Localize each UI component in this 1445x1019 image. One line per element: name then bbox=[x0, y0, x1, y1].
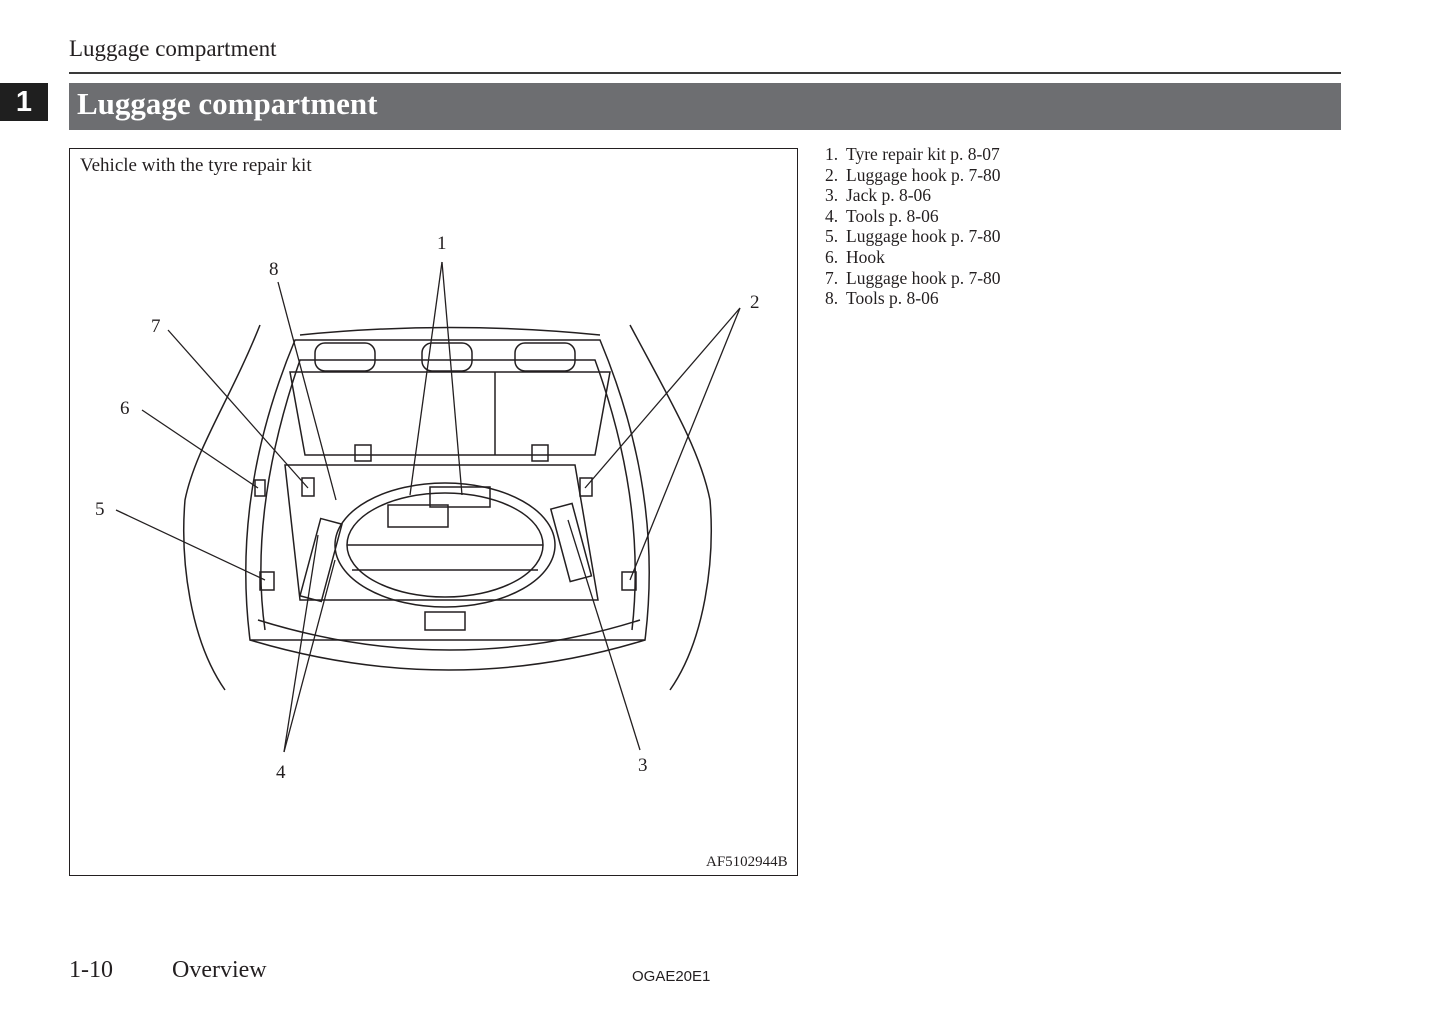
legend-list: 1. Tyre repair kit p. 8-07 2. Luggage hook… bbox=[825, 144, 1001, 309]
callout-1: 1 bbox=[437, 233, 447, 254]
callout-2: 2 bbox=[750, 292, 760, 313]
legend-number: 7. bbox=[825, 267, 839, 288]
page-title: Luggage compartment bbox=[77, 86, 378, 121]
figure-code: AF5102944B bbox=[706, 854, 788, 870]
chapter-tab: 1 bbox=[0, 83, 48, 121]
running-head: Luggage compartment bbox=[69, 36, 277, 61]
figure-frame bbox=[69, 148, 798, 876]
legend-number: 2. bbox=[825, 164, 839, 185]
legend-text: Jack p. 8-06 bbox=[846, 185, 932, 206]
legend-text: Luggage hook p. 7-80 bbox=[846, 164, 1001, 185]
document-code: OGAE20E1 bbox=[632, 968, 711, 985]
legend-item: 1. Tyre repair kit p. 8-07 bbox=[825, 144, 1001, 165]
legend-text: Tyre repair kit p. 8-07 bbox=[846, 144, 1000, 164]
header-rule bbox=[69, 72, 1341, 74]
legend-number: 4. bbox=[825, 205, 839, 226]
car-rear-drawing bbox=[183, 324, 712, 691]
page-number: 1-10 bbox=[69, 957, 113, 983]
title-bar bbox=[69, 83, 1341, 130]
legend-text: Tools p. 8-06 bbox=[846, 288, 939, 309]
legend-item: 7. Luggage hook p. 7-80 bbox=[825, 268, 1001, 289]
legend-item: 8. Tools p. 8-06 bbox=[825, 288, 1001, 309]
legend-item: 6. Hook bbox=[825, 247, 1001, 268]
legend-number: 1. bbox=[825, 144, 839, 164]
legend-number: 5. bbox=[825, 226, 839, 247]
figure-caption: Vehicle with the tyre repair kit bbox=[80, 155, 312, 176]
callout-6: 6 bbox=[120, 398, 130, 419]
legend-text: Luggage hook p. 7-80 bbox=[846, 226, 1001, 247]
legend-item: 5. Luggage hook p. 7-80 bbox=[825, 226, 1001, 247]
legend-item: 2. Luggage hook p. 7-80 bbox=[825, 165, 1001, 186]
legend-number: 3. bbox=[825, 185, 839, 206]
legend-item: 3. Jack p. 8-06 bbox=[825, 185, 1001, 206]
callout-4: 4 bbox=[276, 762, 286, 783]
legend-number: 8. bbox=[825, 288, 839, 309]
callout-3: 3 bbox=[638, 755, 648, 776]
callout-7: 7 bbox=[151, 316, 161, 337]
leader-lines bbox=[115, 261, 741, 753]
legend-text: Hook bbox=[846, 246, 885, 267]
legend-number: 6. bbox=[825, 246, 839, 267]
legend-item: 4. Tools p. 8-06 bbox=[825, 206, 1001, 227]
callout-8: 8 bbox=[269, 259, 279, 280]
legend-text: Luggage hook p. 7-80 bbox=[846, 267, 1001, 288]
callout-5: 5 bbox=[95, 499, 105, 520]
legend-text: Tools p. 8-06 bbox=[846, 205, 939, 226]
section-name: Overview bbox=[172, 957, 267, 983]
